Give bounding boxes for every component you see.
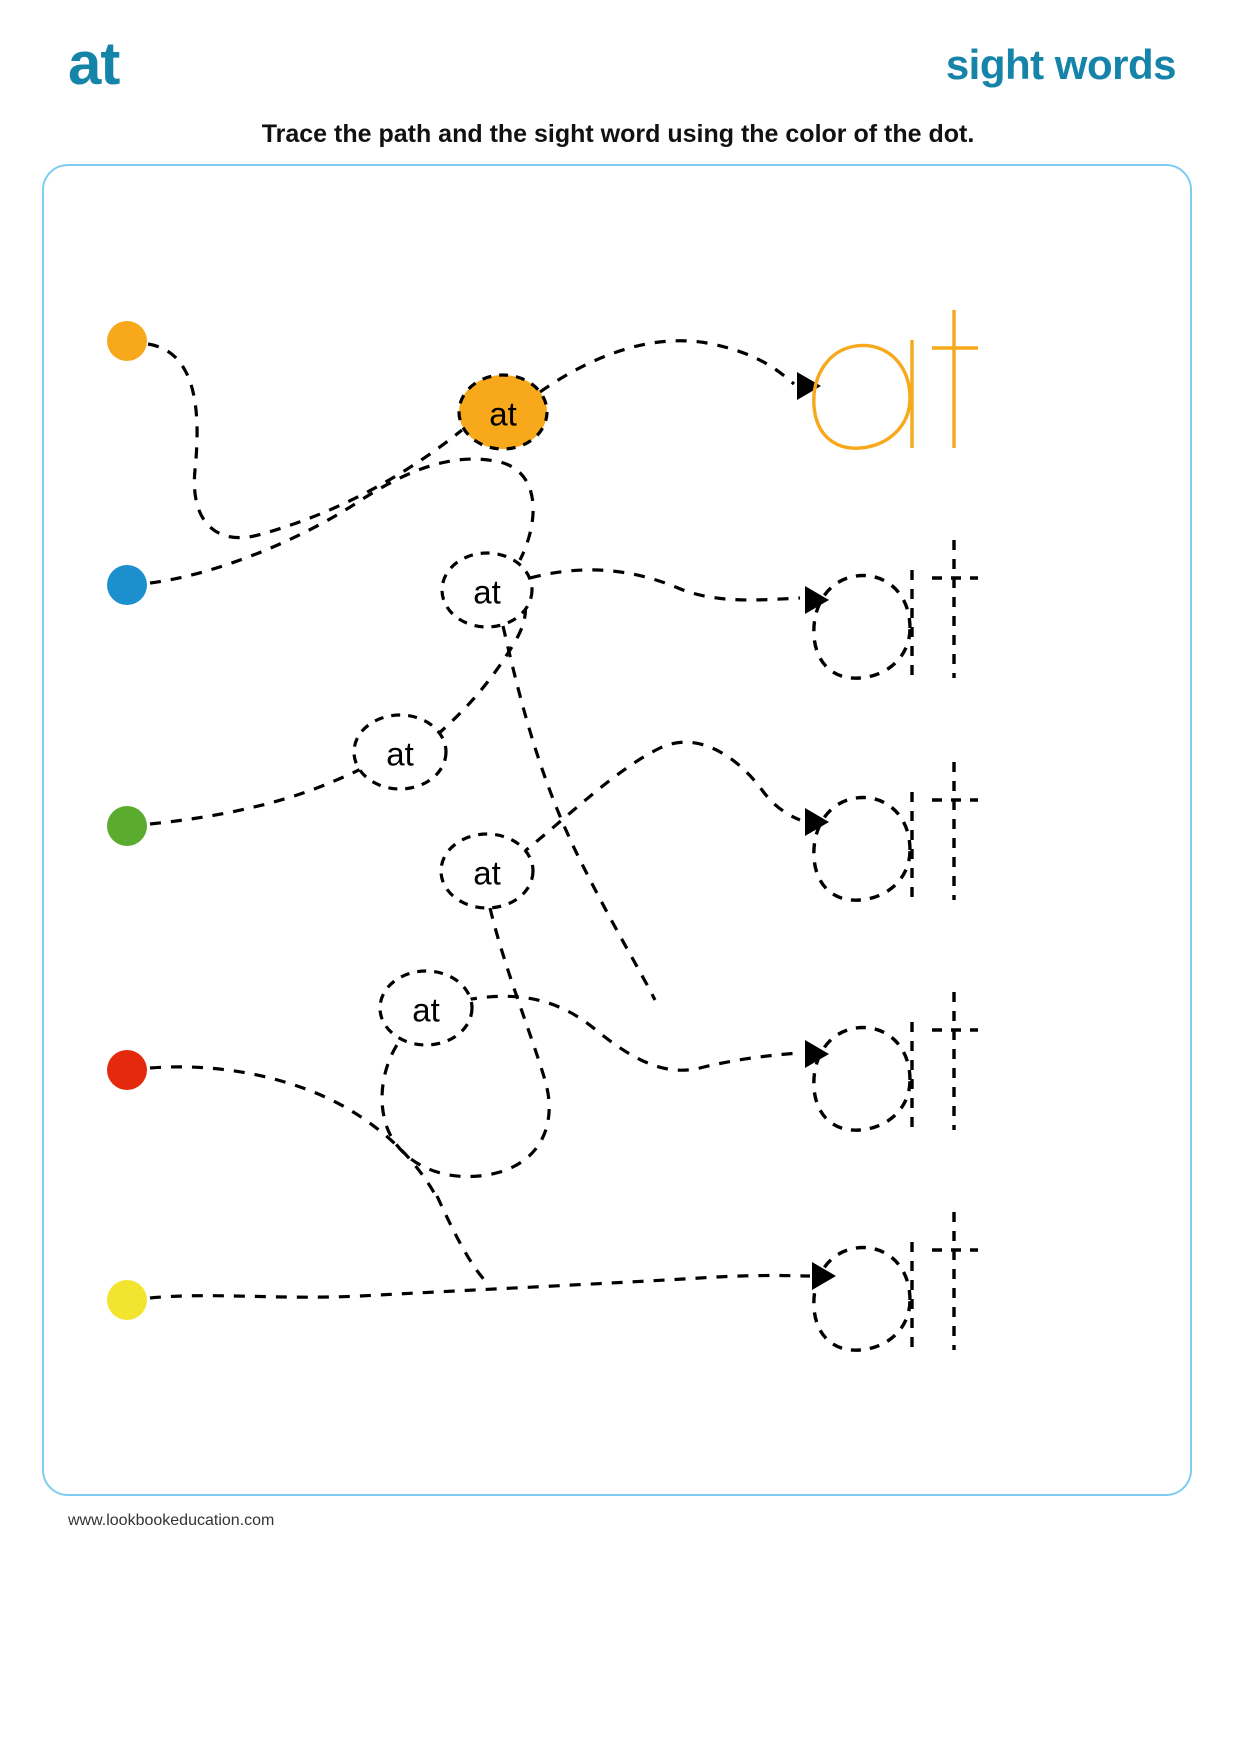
page-title: at <box>68 30 120 97</box>
instruction-text: Trace the path and the sight word using … <box>261 120 975 148</box>
category-label: sight words <box>945 41 1177 88</box>
footer-url: www.lookbookeducation.com <box>68 1512 275 1529</box>
worksheet-frame <box>42 164 1192 1496</box>
